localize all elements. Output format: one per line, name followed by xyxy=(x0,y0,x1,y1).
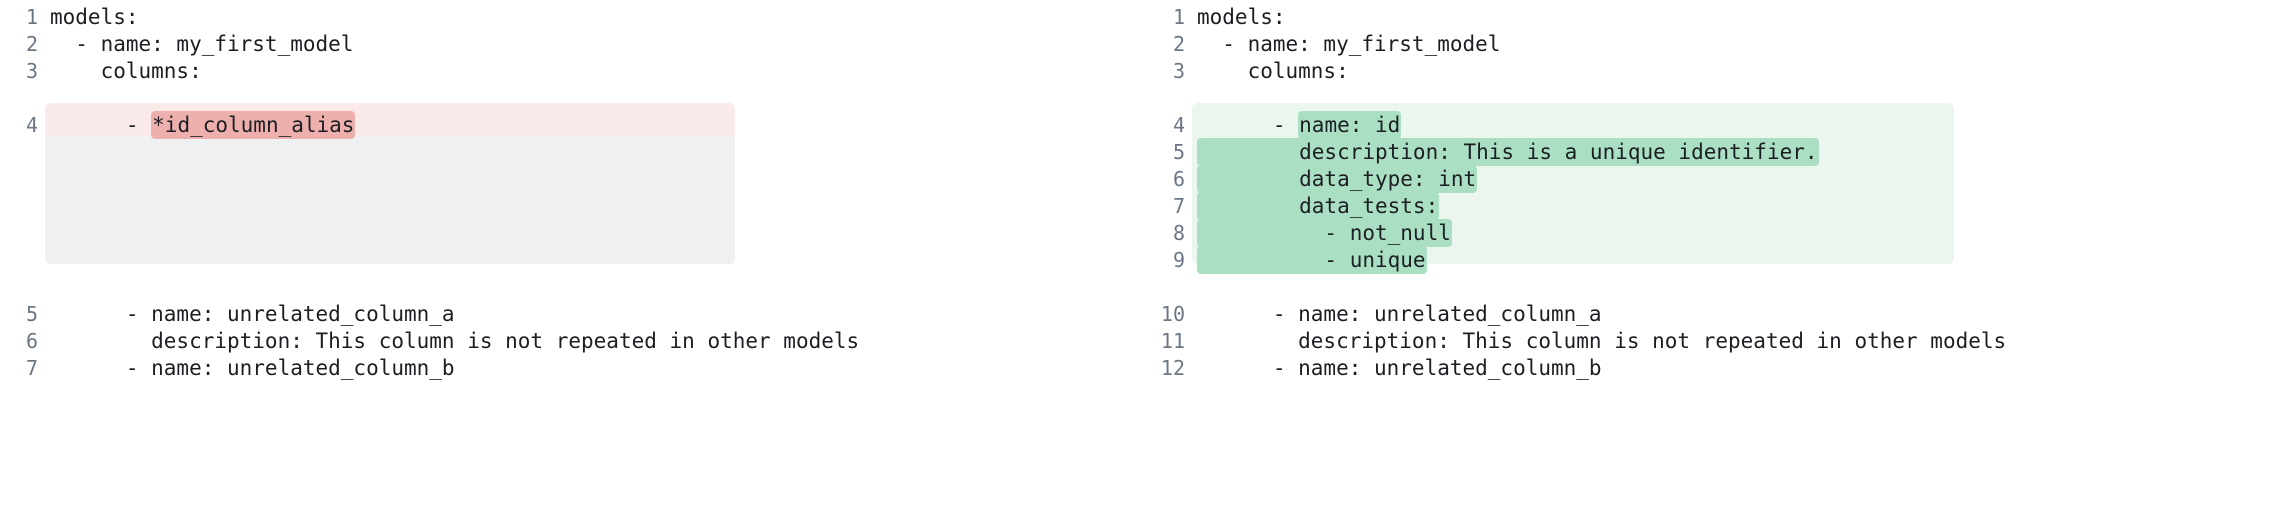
code-line-added[interactable]: 6 data_type: int xyxy=(1147,165,2278,193)
line-gap xyxy=(0,247,1139,274)
line-content: data_type: int xyxy=(1185,165,1478,193)
line-number: 10 xyxy=(1160,302,1185,326)
line-gap xyxy=(0,274,1139,301)
line-gap xyxy=(0,139,1139,166)
line-content: - name: unrelated_column_a xyxy=(1197,302,1602,326)
added-token: description: This is a unique identifier… xyxy=(1197,138,1819,166)
line-gap xyxy=(1147,274,2278,301)
line-number: 3 xyxy=(1172,59,1185,83)
line-content: - name: id xyxy=(1185,111,1402,139)
code-line-removed[interactable]: 4 - *id_column_alias xyxy=(0,111,1139,139)
line-gap xyxy=(0,85,1139,112)
line-number: 6 xyxy=(25,329,38,353)
code-line[interactable]: 3 columns: xyxy=(1147,58,2278,85)
line-content: - name: unrelated_column_a xyxy=(50,302,455,326)
line-gap xyxy=(0,193,1139,220)
line-number: 12 xyxy=(1160,356,1185,380)
code-line-added[interactable]: 4 - name: id xyxy=(1147,111,2278,139)
removed-token: *id_column_alias xyxy=(151,111,356,139)
line-number: 11 xyxy=(1160,329,1185,353)
line-content: models: xyxy=(50,5,139,29)
line-number: 7 xyxy=(1172,194,1185,218)
line-number: 4 xyxy=(25,113,38,137)
line-number: 5 xyxy=(1172,140,1185,164)
code-line[interactable]: 2 - name: my_first_model xyxy=(0,31,1139,58)
added-token: - not_null xyxy=(1197,219,1452,247)
code-line[interactable]: 6 description: This column is not repeat… xyxy=(0,328,1139,355)
line-content: description: This column is not repeated… xyxy=(1197,329,2007,353)
line-content: columns: xyxy=(1197,59,1349,83)
code-line[interactable]: 7 - name: unrelated_column_b xyxy=(0,355,1139,382)
code-line-added[interactable]: 8 - not_null xyxy=(1147,219,2278,247)
line-content: columns: xyxy=(50,59,202,83)
line-number: 6 xyxy=(1172,167,1185,191)
line-content: - unique xyxy=(1185,246,1427,274)
context-gap-background xyxy=(45,136,735,264)
line-indent-prefix: - xyxy=(1197,113,1299,137)
code-lines-after: 1 models: 2 - name: my_first_model 3 col… xyxy=(1139,0,2278,382)
code-line[interactable]: 1 models: xyxy=(0,4,1139,31)
added-token: name: id xyxy=(1298,111,1402,139)
code-line[interactable]: 12 - name: unrelated_column_b xyxy=(1147,355,2278,382)
line-content: - name: my_first_model xyxy=(50,32,354,56)
diff-pane-after: 1 models: 2 - name: my_first_model 3 col… xyxy=(1139,0,2278,528)
line-content: - name: unrelated_column_b xyxy=(50,356,455,380)
line-indent-prefix: - xyxy=(50,113,152,137)
code-line[interactable]: 3 columns: xyxy=(0,58,1139,85)
code-line-added[interactable]: 7 data_tests: xyxy=(1147,192,2278,220)
line-gap xyxy=(0,166,1139,193)
line-number: 7 xyxy=(25,356,38,380)
line-content: models: xyxy=(1197,5,1286,29)
diff-pane-before: 1 models: 2 - name: my_first_model 3 col… xyxy=(0,0,1139,382)
line-gap xyxy=(0,220,1139,247)
added-token: - unique xyxy=(1197,246,1427,274)
line-content: - name: unrelated_column_b xyxy=(1197,356,1602,380)
code-line[interactable]: 5 - name: unrelated_column_a xyxy=(0,301,1139,328)
line-number: 2 xyxy=(1172,32,1185,56)
line-gap xyxy=(1147,85,2278,112)
code-line[interactable]: 1 models: xyxy=(1147,4,2278,31)
line-content: - *id_column_alias xyxy=(38,111,356,139)
code-line[interactable]: 10 - name: unrelated_column_a xyxy=(1147,301,2278,328)
line-content: description: This is a unique identifier… xyxy=(1185,138,1819,166)
line-content: - name: my_first_model xyxy=(1197,32,1501,56)
added-token: data_type: int xyxy=(1197,165,1478,193)
line-number: 1 xyxy=(1172,5,1185,29)
code-line-added[interactable]: 9 - unique xyxy=(1147,246,2278,274)
line-content: data_tests: xyxy=(1185,192,1440,220)
line-number: 4 xyxy=(1172,113,1185,137)
code-lines-before: 1 models: 2 - name: my_first_model 3 col… xyxy=(0,0,1139,382)
code-line[interactable]: 2 - name: my_first_model xyxy=(1147,31,2278,58)
line-number: 5 xyxy=(25,302,38,326)
line-number: 9 xyxy=(1172,248,1185,272)
line-number: 2 xyxy=(25,32,38,56)
line-number: 3 xyxy=(25,59,38,83)
line-number: 8 xyxy=(1172,221,1185,245)
line-content: - not_null xyxy=(1185,219,1452,247)
line-content: description: This column is not repeated… xyxy=(50,329,860,353)
code-line[interactable]: 11 description: This column is not repea… xyxy=(1147,328,2278,355)
added-token: data_tests: xyxy=(1197,192,1440,220)
line-number: 1 xyxy=(25,5,38,29)
code-line-added[interactable]: 5 description: This is a unique identifi… xyxy=(1147,138,2278,166)
